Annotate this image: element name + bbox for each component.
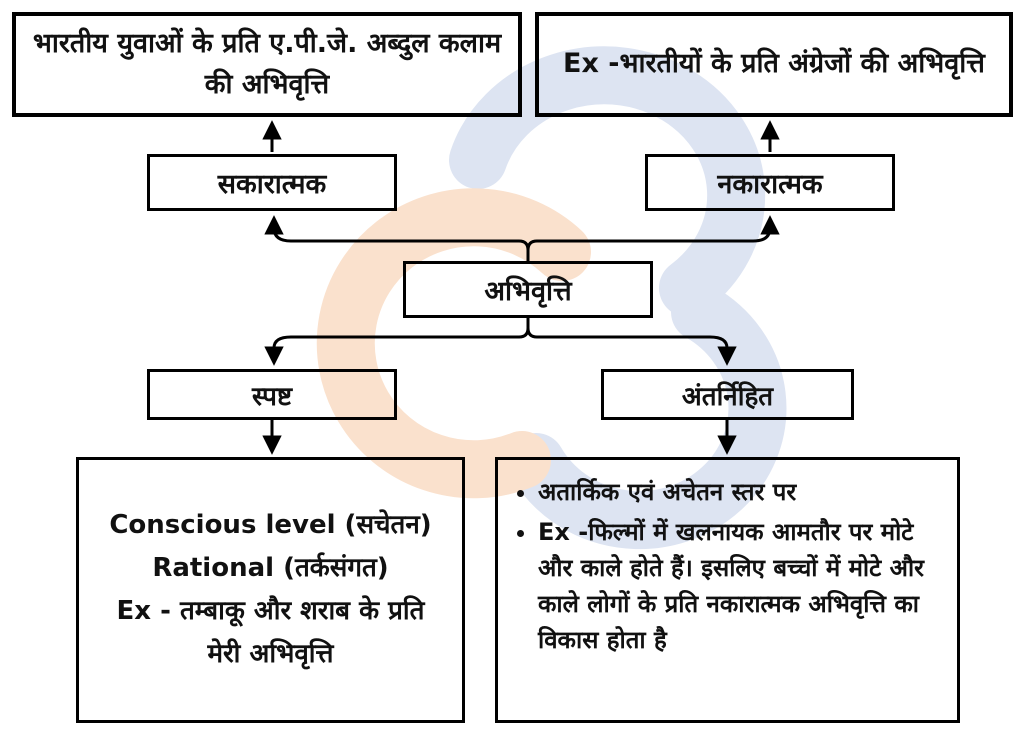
node-kalam-attitude: भारतीय युवाओं के प्रति ए.पी.जे. अब्दुल क…	[12, 12, 522, 117]
implicit-detail-list: अतार्किक एवं अचेतन स्तर पर Ex -फिल्मों म…	[504, 474, 947, 662]
node-implicit-label: अंतर्निहित	[681, 381, 774, 412]
node-british-attitude-label: Ex -भारतीयों के प्रति अंग्रेजों की अभिवृ…	[563, 48, 985, 80]
implicit-detail-bullet: Ex -फिल्मों में खलनायक आमतौर पर मोटे और …	[538, 514, 947, 658]
node-kalam-attitude-label: भारतीय युवाओं के प्रति ए.पी.जे. अब्दुल क…	[32, 28, 502, 100]
watermark-peach-arc	[316, 188, 591, 499]
node-implicit-detail: अतार्किक एवं अचेतन स्तर पर Ex -फिल्मों म…	[495, 457, 960, 723]
node-negative-label: नकारात्मक	[717, 169, 823, 200]
arrow-center-to-implicit	[526, 318, 737, 366]
explicit-detail-line: Ex - तम्बाकू और शराब के प्रति	[116, 596, 425, 626]
node-attitude-root-label: अभिवृत्ति	[484, 276, 572, 307]
explicit-detail-line: मेरी अभिवृत्ति	[207, 638, 334, 669]
node-positive: सकारात्मक	[147, 154, 397, 211]
explicit-detail-line: Rational (तर्कसंगत)	[152, 553, 389, 584]
node-explicit-detail: Conscious level (सचेतन) Rational (तर्कसं…	[76, 457, 465, 723]
implicit-detail-bullet: अतार्किक एवं अचेतन स्तर पर	[538, 474, 947, 510]
node-british-attitude: Ex -भारतीयों के प्रति अंग्रेजों की अभिवृ…	[535, 12, 1013, 117]
arrow-center-to-explicit	[264, 318, 530, 366]
node-implicit: अंतर्निहित	[601, 369, 854, 420]
node-explicit-label: स्पष्ट	[251, 381, 293, 412]
explicit-detail-line: Conscious level (सचेतन)	[109, 510, 432, 541]
node-attitude-root: अभिवृत्ति	[403, 261, 653, 318]
node-negative: नकारात्मक	[645, 154, 895, 211]
arrow-center-to-positive	[264, 215, 530, 261]
node-explicit: स्पष्ट	[147, 369, 397, 420]
arrow-center-to-negative	[526, 215, 780, 261]
node-positive-label: सकारात्मक	[217, 169, 327, 200]
